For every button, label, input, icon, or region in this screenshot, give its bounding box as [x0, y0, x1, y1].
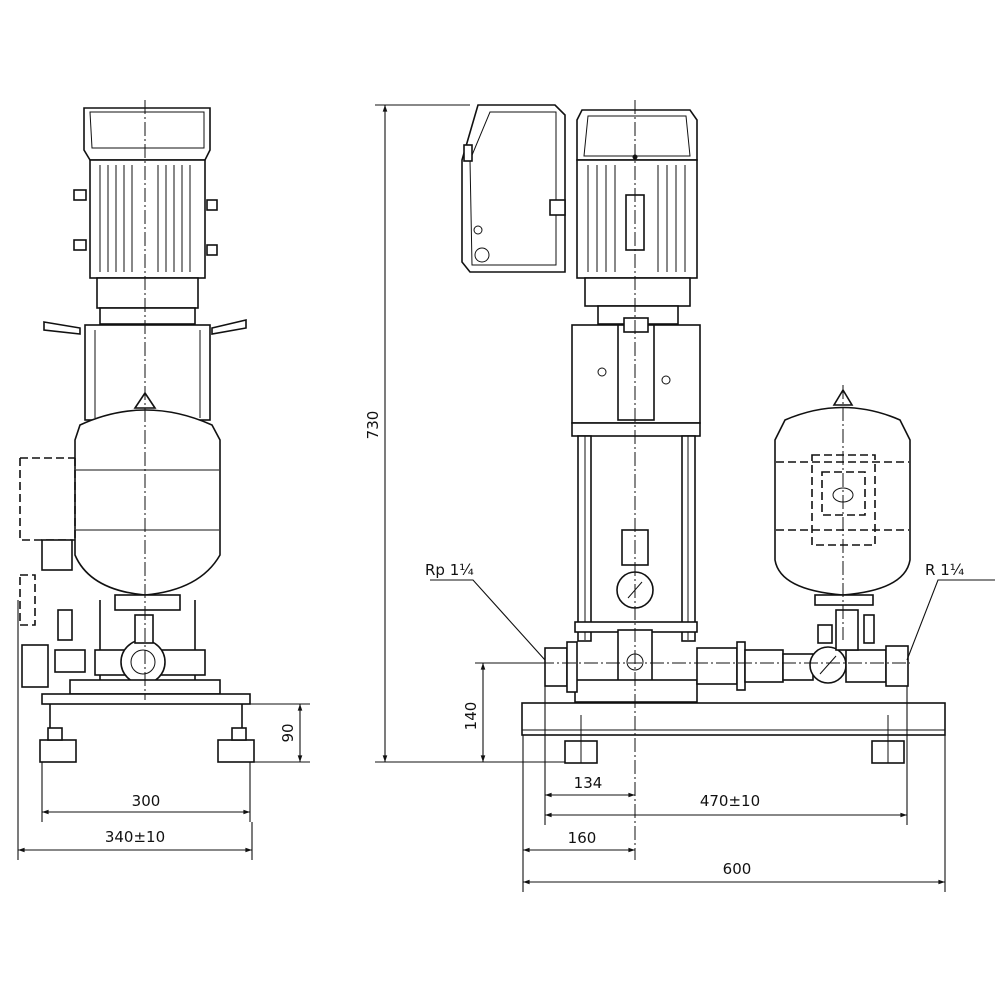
inlet-connection-label: Rp 1¼	[425, 561, 546, 661]
motor-front	[576, 109, 698, 325]
dim-label-134: 134	[574, 774, 603, 792]
tank-side	[19, 391, 221, 626]
motor-side	[73, 107, 218, 325]
dimension-pipe-height: 140	[462, 662, 545, 763]
side-view: 90 300 340±10	[17, 100, 310, 860]
lantern-front	[571, 317, 701, 437]
dim-label-730: 730	[364, 411, 382, 440]
dimension-foot-spacing: 300	[41, 762, 251, 822]
dim-label-300: 300	[132, 792, 161, 810]
pump-column	[574, 435, 698, 703]
dimension-base-to-axis: 160	[522, 735, 946, 892]
dimension-inlet-to-axis: 134	[544, 686, 908, 825]
dimension-base-length: 600	[522, 860, 946, 885]
dim-label-90: 90	[279, 723, 297, 742]
dim-label-600: 600	[723, 860, 752, 878]
discharge-pipe	[544, 609, 909, 693]
inlet-label: Rp 1¼	[425, 561, 474, 579]
dim-label-470: 470±10	[700, 792, 760, 810]
dim-label-160: 160	[568, 829, 597, 847]
dimension-side-width: 340±10	[17, 600, 253, 860]
baseplate-front	[521, 702, 946, 764]
dimension-inlet-to-outlet: 470±10	[544, 792, 908, 818]
outlet-connection-label: R 1¼	[906, 561, 995, 661]
lantern-side	[43, 318, 247, 421]
front-view: Rp 1¼ R 1¼ 730 140 134 470±10	[364, 100, 995, 892]
control-box	[461, 104, 566, 273]
dimension-base-height: 90	[250, 703, 310, 763]
outlet-label: R 1¼	[925, 561, 965, 579]
dim-label-140: 140	[462, 702, 480, 731]
pump-base-side	[21, 594, 255, 763]
dimension-total-height: 730	[364, 104, 565, 763]
dim-label-340: 340±10	[105, 828, 165, 846]
